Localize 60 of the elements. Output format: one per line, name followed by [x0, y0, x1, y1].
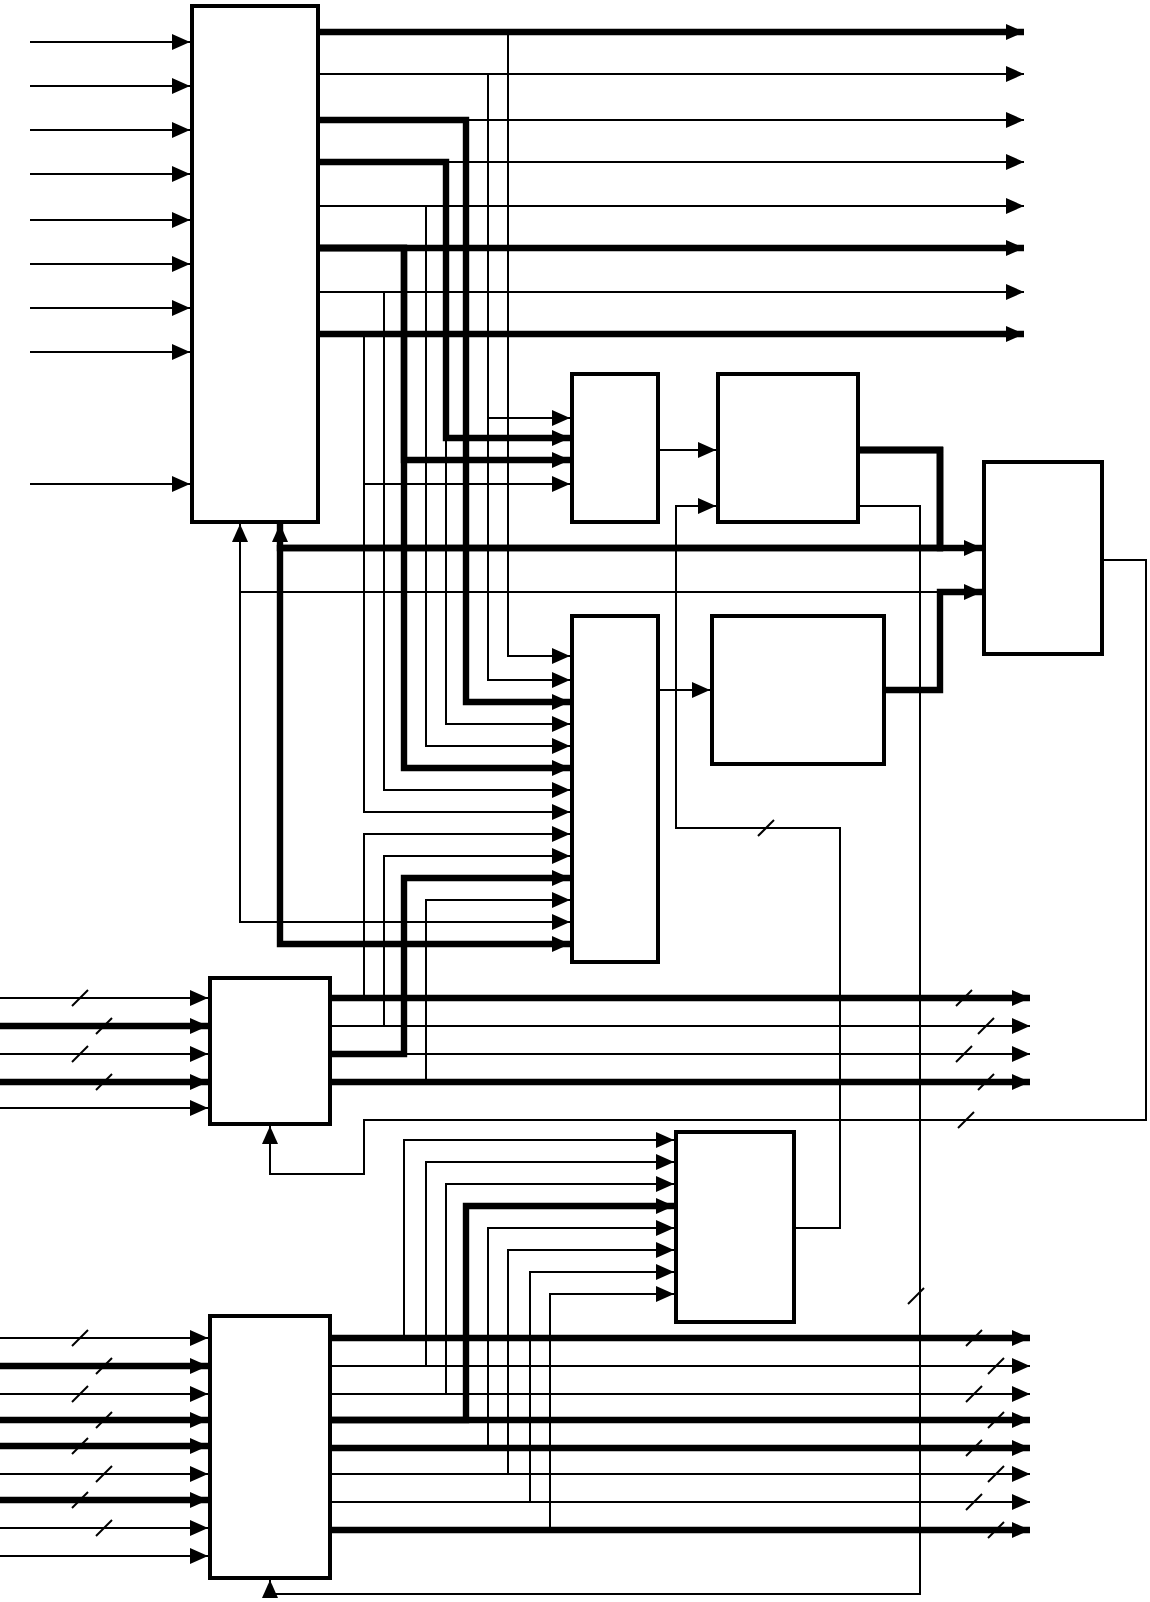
arrow: [0, 1074, 208, 1090]
arrow: [332, 1522, 1030, 1538]
block-box: [982, 460, 1104, 656]
arrow: [331, 1242, 675, 1475]
arrow: [29, 256, 191, 272]
block-box: [190, 4, 320, 524]
arrow: [331, 1286, 675, 1531]
arrow: [29, 212, 191, 228]
block-box: [208, 976, 332, 1126]
arrow: [331, 1176, 675, 1395]
arrow: [29, 166, 191, 182]
arrow: [0, 1386, 209, 1402]
arrow: [0, 1412, 208, 1428]
arrow: [262, 559, 1147, 1175]
arrow: [0, 1358, 208, 1374]
arrow: [276, 446, 944, 952]
arrow: [239, 591, 941, 930]
arrow: [675, 498, 841, 1229]
arrow: [29, 122, 191, 138]
arrow: [29, 300, 191, 316]
arrow: [332, 990, 1030, 1006]
arrow: [0, 1466, 209, 1482]
arrow: [0, 1438, 208, 1454]
block-box: [716, 372, 860, 524]
arrow: [332, 1074, 1030, 1090]
block-box: [208, 1314, 332, 1580]
arrow: [332, 1440, 1030, 1456]
arrow: [0, 1046, 209, 1062]
arrow: [331, 1220, 675, 1449]
arrow: [332, 1198, 674, 1424]
arrow: [659, 682, 711, 698]
arrow: [886, 584, 982, 694]
arrow: [331, 848, 571, 1027]
arrow: [332, 870, 570, 1058]
arrow: [29, 476, 191, 492]
block-box: [570, 372, 660, 524]
arrow: [320, 24, 1024, 40]
arrow: [0, 1548, 209, 1564]
arrow: [0, 1520, 209, 1536]
block-box: [674, 1130, 796, 1324]
arrow: [331, 1132, 675, 1339]
arrow: [29, 78, 191, 94]
arrow: [659, 442, 717, 458]
arrow: [332, 1330, 1030, 1346]
arrow: [0, 1330, 209, 1346]
arrow: [0, 1492, 208, 1508]
arrow: [331, 892, 571, 1083]
arrow: [320, 326, 1024, 342]
arrow: [320, 158, 570, 446]
arrow: [262, 505, 921, 1598]
arrow: [0, 990, 209, 1006]
block-box: [570, 614, 660, 964]
arrow: [0, 1018, 208, 1034]
arrow: [0, 1100, 209, 1116]
arrow: [29, 34, 191, 50]
arrow: [29, 344, 191, 360]
arrow: [331, 1264, 675, 1503]
arrow: [331, 1154, 675, 1367]
arrow: [331, 826, 571, 999]
block-box: [710, 614, 886, 766]
